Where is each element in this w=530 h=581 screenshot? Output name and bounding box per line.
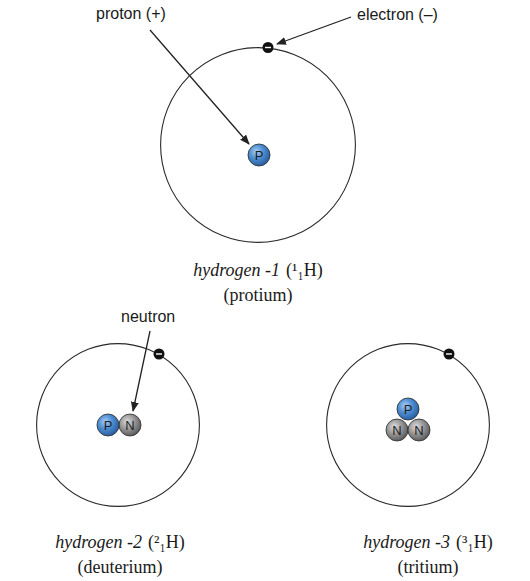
neutron-leader [133, 331, 150, 411]
electron-orbit [327, 344, 490, 507]
label-line: (tritium) [363, 555, 492, 580]
electron-orbit [37, 344, 200, 507]
isotope-notation: (³₁H) [456, 532, 493, 552]
particle-letter: N [125, 419, 134, 432]
particle-letter: P [255, 149, 264, 162]
isotope-common-name: (protium) [223, 285, 292, 305]
particle-ball [386, 419, 408, 441]
electron-symbol [263, 42, 274, 53]
neutron-particle: N [407, 418, 431, 442]
label-line: (deuterium) [55, 555, 184, 580]
isotope-label: hydrogen -1 (¹₁H) (protium) [193, 258, 322, 308]
label-line: (protium) [193, 283, 322, 308]
atom: hydrogen -3(³₁H)(tritium)PNN [326, 343, 490, 507]
particle-letter: P [104, 419, 113, 432]
particle-letter: N [392, 424, 401, 437]
isotope-notation: (¹₁H) [286, 260, 323, 280]
electron-dot [444, 349, 455, 360]
label-line: hydrogen -1 (¹₁H) [193, 258, 322, 283]
neutron-particle: N [385, 418, 409, 442]
isotope-label: hydrogen -3 (³₁H) (tritium) [363, 530, 492, 580]
isotope-name: hydrogen -3 [363, 532, 450, 552]
part-label: proton (+) [96, 4, 166, 24]
particle-ball [408, 419, 430, 441]
proton-particle: P [247, 143, 271, 167]
part-label: neutron [121, 307, 175, 327]
proton-particle: P [96, 413, 120, 437]
particle-ball [97, 414, 119, 436]
particle-letter: P [404, 403, 413, 416]
particle-ball [397, 398, 419, 420]
electron-orbit [161, 48, 356, 243]
label-line: hydrogen -3 (³₁H) [363, 530, 492, 555]
isotope-common-name: (deuterium) [78, 557, 163, 577]
particle-ball [248, 144, 270, 166]
proton-leader [150, 30, 249, 144]
isotope-common-name: (tritium) [397, 557, 458, 577]
electron-minus [265, 47, 271, 48]
isotope-name: hydrogen -2 [55, 532, 142, 552]
particle-letter: N [414, 424, 423, 437]
part-label: electron (–) [357, 5, 438, 25]
electron-symbol [444, 349, 455, 360]
electron-symbol [154, 349, 165, 360]
atom: hydrogen -1(¹₁H)(protium)P [160, 47, 356, 243]
isotope-name: hydrogen -1 [193, 260, 280, 280]
proton-particle: P [396, 397, 420, 421]
electron-leader [277, 17, 351, 44]
label-line: hydrogen -2 (²₁H) [55, 530, 184, 555]
electron-minus [156, 353, 162, 354]
atom: hydrogen -2(²₁H)(deuterium)PN [36, 343, 200, 507]
isotope-label: hydrogen -2 (²₁H) (deuterium) [55, 530, 184, 580]
electron-dot [263, 42, 274, 53]
atom-outline [326, 343, 490, 507]
electron-dot [154, 349, 165, 360]
particle-ball [119, 414, 141, 436]
neutron-particle: N [118, 413, 142, 437]
isotope-notation: (²₁H) [148, 532, 185, 552]
electron-minus [446, 353, 452, 354]
